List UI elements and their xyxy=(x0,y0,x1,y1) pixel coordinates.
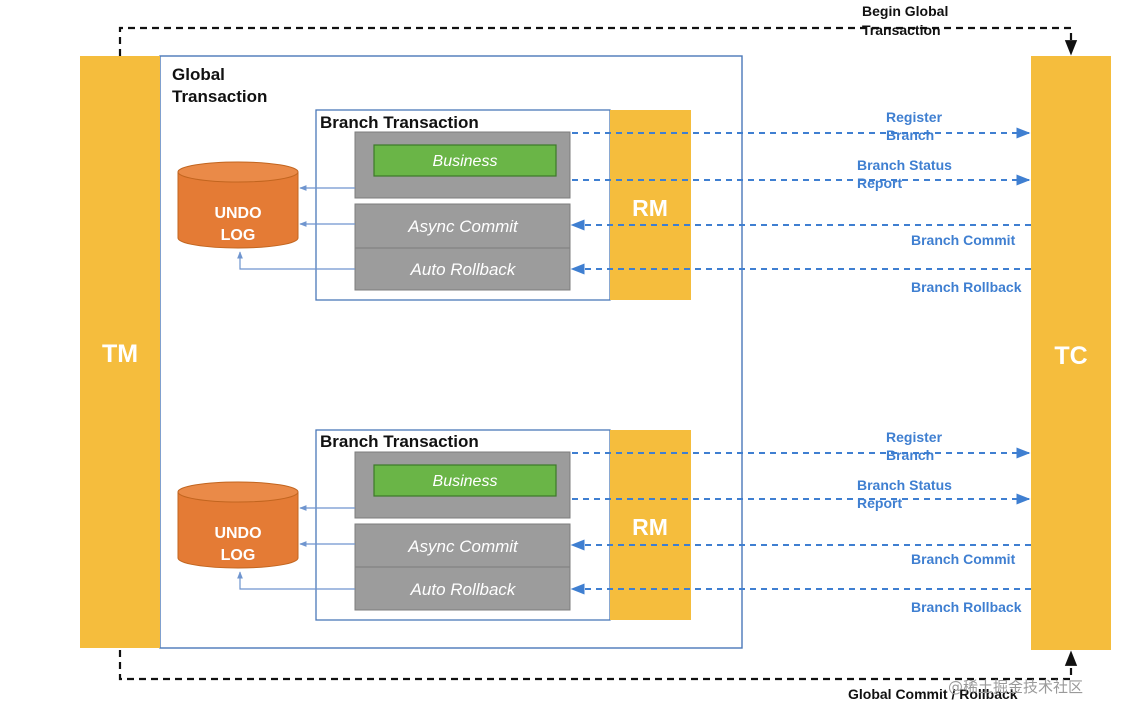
watermark: @稀土掘金技术社区 xyxy=(948,678,1084,696)
branch-title: Branch Transaction xyxy=(320,113,479,132)
branch-title: Branch Transaction xyxy=(320,432,479,451)
async-commit-label: Async Commit xyxy=(407,537,519,556)
business-box xyxy=(373,144,557,177)
status-label-1: Branch Status xyxy=(857,157,952,173)
register-label-1: Register xyxy=(886,109,943,125)
tm-label: TM xyxy=(102,340,138,368)
status-label-2: Report xyxy=(857,495,902,511)
rm-label: RM xyxy=(632,514,668,540)
global-transaction-label-1: Global xyxy=(172,65,225,84)
async-commit-box xyxy=(354,203,571,249)
status-label-2: Report xyxy=(857,175,902,191)
business-label: Business xyxy=(433,473,498,490)
branch-transaction-1: Branch Transaction Business Async Commit… xyxy=(177,109,1031,301)
auto-rollback-label: Auto Rollback xyxy=(410,260,517,279)
begin-global-label-1: Begin Global xyxy=(862,3,948,19)
branch-transaction-2: Branch Transaction Business Async Commit… xyxy=(177,429,1031,621)
tm-bar xyxy=(80,56,160,648)
business-label: Business xyxy=(433,153,498,170)
rollback-label: Branch Rollback xyxy=(911,599,1022,615)
undo-log-label-2: LOG xyxy=(221,547,256,564)
tc-bar xyxy=(1031,56,1111,650)
undo-log-label-2: LOG xyxy=(221,227,256,244)
rollback-to-undo-arrow xyxy=(237,571,355,590)
commit-label: Branch Commit xyxy=(911,232,1016,248)
undo-log-db xyxy=(177,481,299,569)
async-commit-box xyxy=(354,523,571,568)
async-commit-label: Async Commit xyxy=(407,217,519,236)
begin-global-label-2: Transaction xyxy=(862,22,941,38)
register-label-1: Register xyxy=(886,429,943,445)
register-label-2: Branch xyxy=(886,127,934,143)
auto-rollback-box xyxy=(354,566,571,611)
undo-log-label-1: UNDO xyxy=(214,205,261,222)
rollback-label: Branch Rollback xyxy=(911,279,1022,295)
register-label-2: Branch xyxy=(886,447,934,463)
undo-log-db xyxy=(177,161,299,249)
rollback-to-undo-arrow xyxy=(237,251,355,270)
undo-log-label-1: UNDO xyxy=(214,525,261,542)
global-commit-rollback-arrow xyxy=(118,650,1078,681)
begin-global-transaction-arrow xyxy=(118,26,1078,56)
rm-label: RM xyxy=(632,195,668,221)
commit-label: Branch Commit xyxy=(911,551,1016,567)
tc-label: TC xyxy=(1054,342,1087,370)
global-commit-rollback-label: Global Commit / Rollback xyxy=(848,686,1018,702)
auto-rollback-label: Auto Rollback xyxy=(410,580,517,599)
global-transaction-label-2: Transaction xyxy=(172,87,267,106)
status-label-1: Branch Status xyxy=(857,477,952,493)
business-box xyxy=(373,464,557,497)
